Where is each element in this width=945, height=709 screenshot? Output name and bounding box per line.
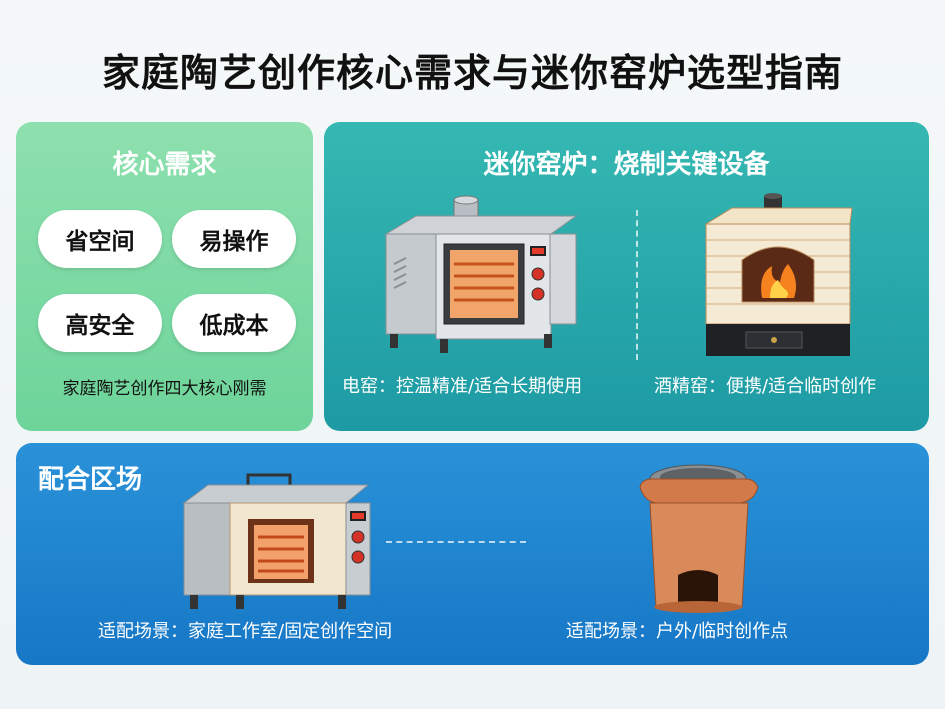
alcohol-kiln-illustration [704, 193, 853, 356]
core-needs-heading: 核心需求 [112, 150, 217, 180]
scene-match-card: 配合区场 适配场景：家庭工作室/固定创作空间 适配场景：户外/临时创作点 [16, 443, 929, 665]
need-pill-safety: 高安全 [38, 294, 162, 352]
electric-kiln-caption: 电窑：控温精准/适合长期使用 [342, 376, 583, 397]
need-pill-cost: 低成本 [172, 294, 296, 352]
mini-kiln-heading: 迷你窑炉：烧制关键设备 [483, 150, 770, 180]
clay-stove-illustration [639, 464, 759, 613]
electric-kiln-illustration [384, 195, 578, 353]
core-needs-footer: 家庭陶艺创作四大核心刚需 [62, 379, 267, 399]
need-pill-easy: 易操作 [172, 210, 296, 268]
home-studio-caption: 适配场景：家庭工作室/固定创作空间 [98, 621, 393, 642]
scene-divider [386, 541, 526, 543]
need-pill-space: 省空间 [38, 210, 162, 268]
mini-kiln-card: 迷你窑炉：烧制关键设备 [324, 122, 929, 431]
core-needs-card: 核心需求 省空间 易操作 高安全 低成本 家庭陶艺创作四大核心刚需 [16, 122, 313, 431]
outdoor-caption: 适配场景：户外/临时创作点 [566, 621, 789, 642]
alcohol-kiln-caption: 酒精窑：便携/适合临时创作 [654, 376, 877, 397]
page-title: 家庭陶艺创作核心需求与迷你窑炉选型指南 [101, 51, 843, 95]
tabletop-kiln-illustration [182, 473, 371, 609]
kiln-divider [636, 210, 638, 360]
scene-match-heading: 配合区场 [38, 465, 143, 495]
